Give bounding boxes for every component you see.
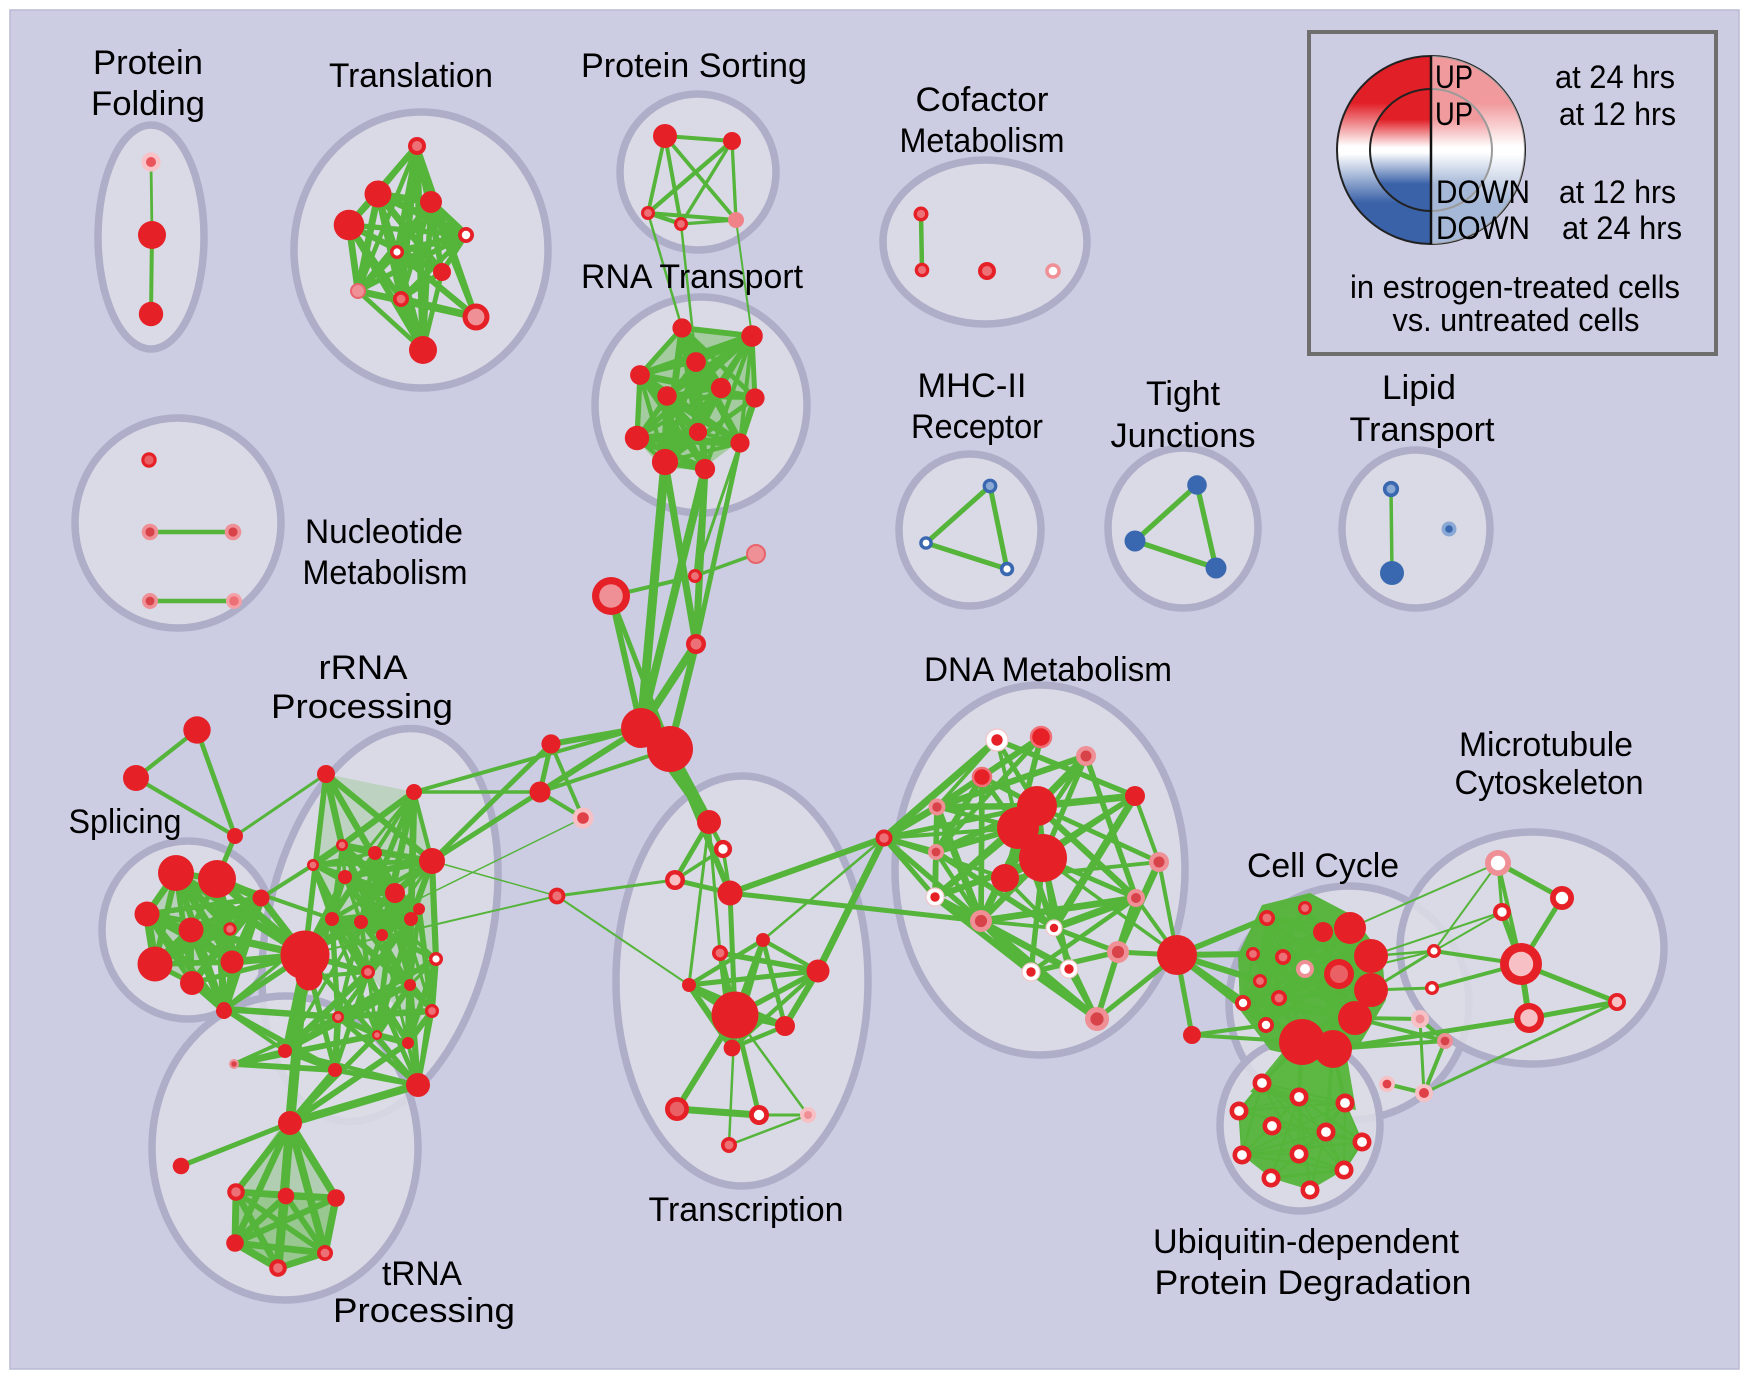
svg-text:Folding: Folding xyxy=(91,85,205,123)
svg-text:Lipid: Lipid xyxy=(1382,369,1456,407)
svg-text:Metabolism: Metabolism xyxy=(900,122,1065,160)
svg-text:Cofactor: Cofactor xyxy=(916,81,1049,119)
svg-text:DOWN: DOWN xyxy=(1436,210,1530,246)
svg-text:vs. untreated cells: vs. untreated cells xyxy=(1393,302,1640,338)
svg-text:rRNA: rRNA xyxy=(319,649,408,687)
svg-text:at 24 hrs: at 24 hrs xyxy=(1562,210,1682,246)
svg-text:Microtubule: Microtubule xyxy=(1459,726,1633,764)
svg-text:Receptor: Receptor xyxy=(911,408,1043,446)
svg-text:Metabolism: Metabolism xyxy=(303,554,468,592)
svg-text:at 12 hrs: at 12 hrs xyxy=(1559,174,1676,210)
svg-text:UP: UP xyxy=(1435,96,1473,132)
svg-text:RNA Transport: RNA Transport xyxy=(581,258,804,296)
svg-text:DOWN: DOWN xyxy=(1436,174,1530,210)
svg-text:Processing: Processing xyxy=(333,1292,515,1330)
svg-text:MHC-II: MHC-II xyxy=(918,367,1027,405)
svg-text:UP: UP xyxy=(1435,59,1473,95)
svg-text:Junctions: Junctions xyxy=(1111,417,1256,455)
svg-text:Cytoskeleton: Cytoskeleton xyxy=(1455,764,1644,802)
svg-text:tRNA: tRNA xyxy=(382,1255,462,1293)
svg-text:at 24 hrs: at 24 hrs xyxy=(1555,59,1675,95)
svg-text:Splicing: Splicing xyxy=(69,803,182,841)
svg-text:Protein Sorting: Protein Sorting xyxy=(581,47,807,85)
svg-text:Protein: Protein xyxy=(93,44,203,82)
svg-text:Nucleotide: Nucleotide xyxy=(305,513,463,551)
svg-text:Transcription: Transcription xyxy=(649,1191,844,1229)
svg-text:Transport: Transport xyxy=(1350,411,1496,449)
svg-text:DNA Metabolism: DNA Metabolism xyxy=(924,651,1172,689)
svg-text:Translation: Translation xyxy=(329,57,493,95)
svg-text:Processing: Processing xyxy=(271,688,453,726)
svg-text:Cell Cycle: Cell Cycle xyxy=(1247,847,1399,885)
svg-text:at 12 hrs: at 12 hrs xyxy=(1559,96,1676,132)
svg-text:Tight: Tight xyxy=(1146,375,1221,413)
svg-text:Protein Degradation: Protein Degradation xyxy=(1155,1264,1472,1302)
svg-text:in estrogen-treated cells: in estrogen-treated cells xyxy=(1350,269,1680,305)
svg-text:Ubiquitin-dependent: Ubiquitin-dependent xyxy=(1153,1223,1460,1261)
